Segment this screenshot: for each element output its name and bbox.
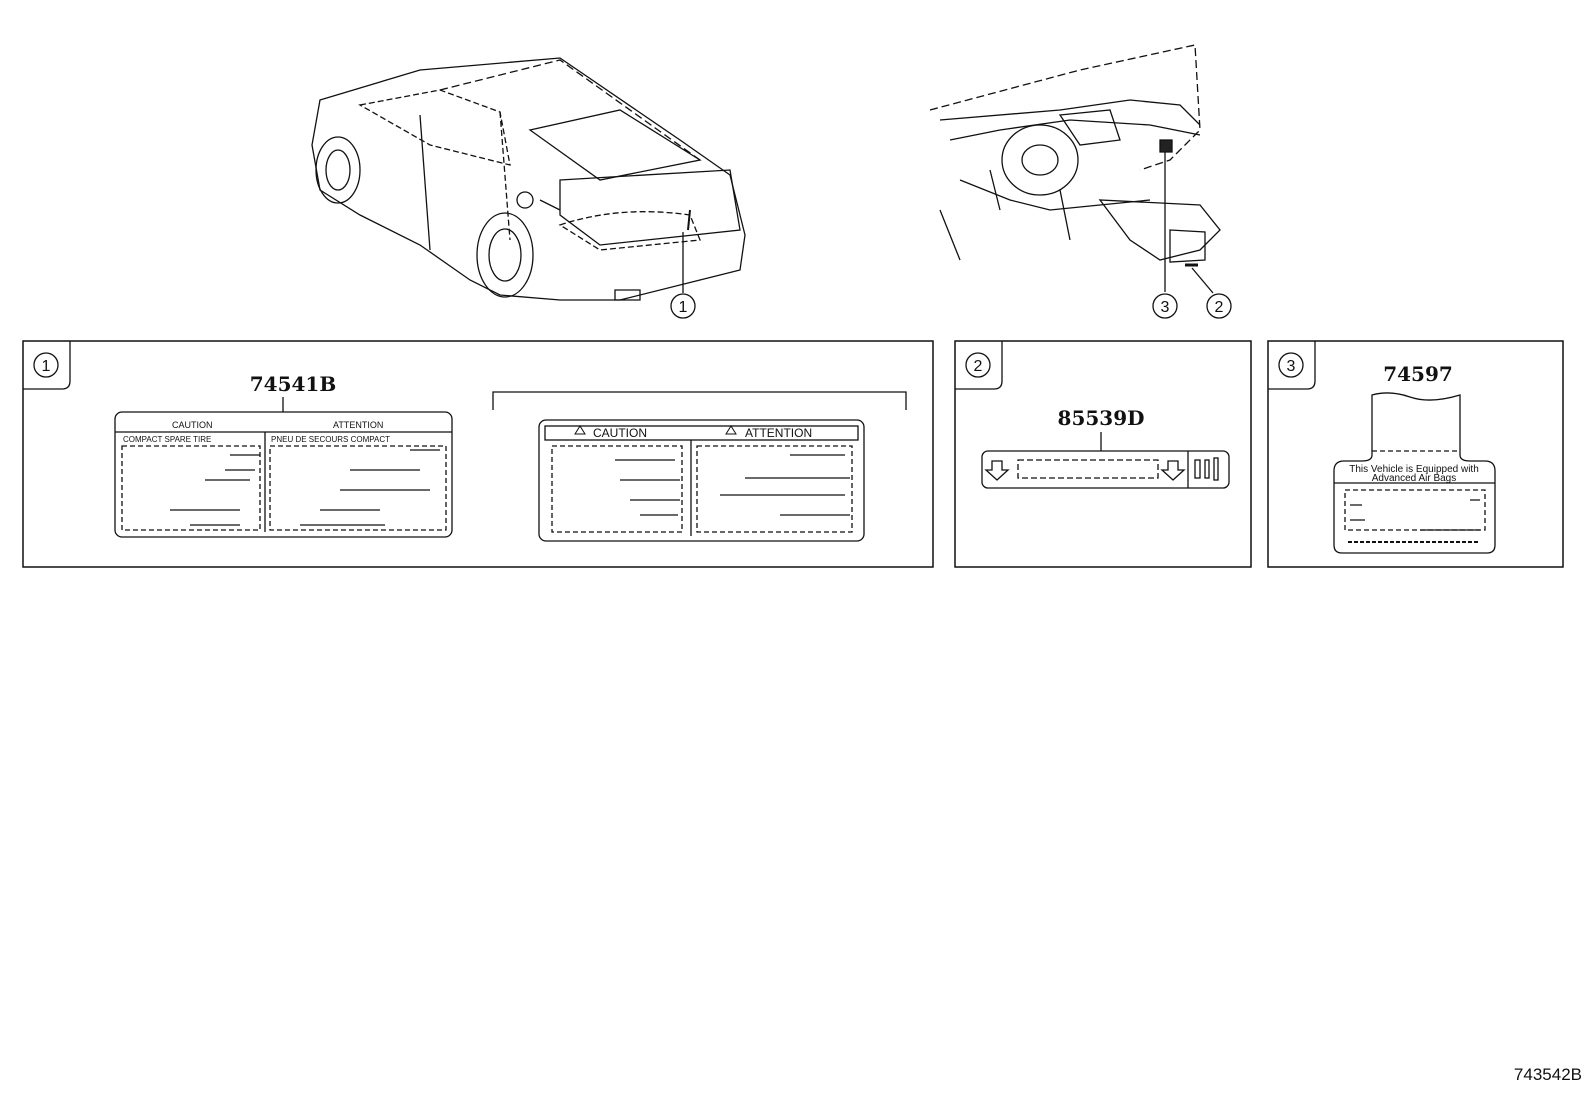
airbag-label: This Vehicle is Equipped with Advanced A… — [1333, 392, 1496, 554]
arrow-strip-label — [981, 450, 1230, 489]
svg-text:1: 1 — [679, 299, 688, 316]
figure-id: 743542B — [1513, 1065, 1582, 1084]
large-caution-text: CAUTION — [593, 426, 647, 440]
small-caution-text: CAUTION — [172, 420, 213, 430]
callout-2-top: 2 — [1206, 293, 1232, 319]
panel-3-callout: 3 — [1287, 358, 1296, 375]
panel-3: 3 74597 This Vehicle is Equipped with Ad… — [1267, 340, 1564, 568]
panel-1: 1 74541B CAUTION ATTENTION COMPACT SPARE… — [22, 340, 934, 568]
callout-3-top: 3 — [1152, 293, 1178, 319]
panel-2-callout: 2 — [974, 358, 983, 375]
car-rear-illustration — [311, 57, 746, 301]
caution-label-large: CAUTION ATTENTION — [538, 419, 865, 542]
small-attention-text: ATTENTION — [333, 420, 383, 430]
panel-2: 2 85539D — [954, 340, 1252, 568]
airbag-line-1: This Vehicle is Equipped with — [1349, 464, 1479, 475]
caution-label-small: CAUTION ATTENTION COMPACT SPARE TIRE PNE… — [114, 411, 453, 538]
small-right-line: PNEU DE SECOURS COMPACT — [271, 435, 390, 444]
part-number-74541B: 74541B — [250, 372, 336, 396]
dashboard-illustration — [929, 44, 1221, 294]
svg-text:2: 2 — [1215, 299, 1224, 316]
callout-1-top: 1 — [670, 293, 696, 319]
large-attention-text: ATTENTION — [745, 426, 812, 440]
small-left-line: COMPACT SPARE TIRE — [123, 435, 211, 444]
part-number-85539D: 85539D — [1058, 406, 1145, 430]
panel-1-callout: 1 — [42, 358, 51, 375]
part-number-74597: 74597 — [1383, 362, 1453, 386]
airbag-line-2: Advanced Air Bags — [1372, 473, 1457, 484]
svg-text:3: 3 — [1161, 299, 1170, 316]
